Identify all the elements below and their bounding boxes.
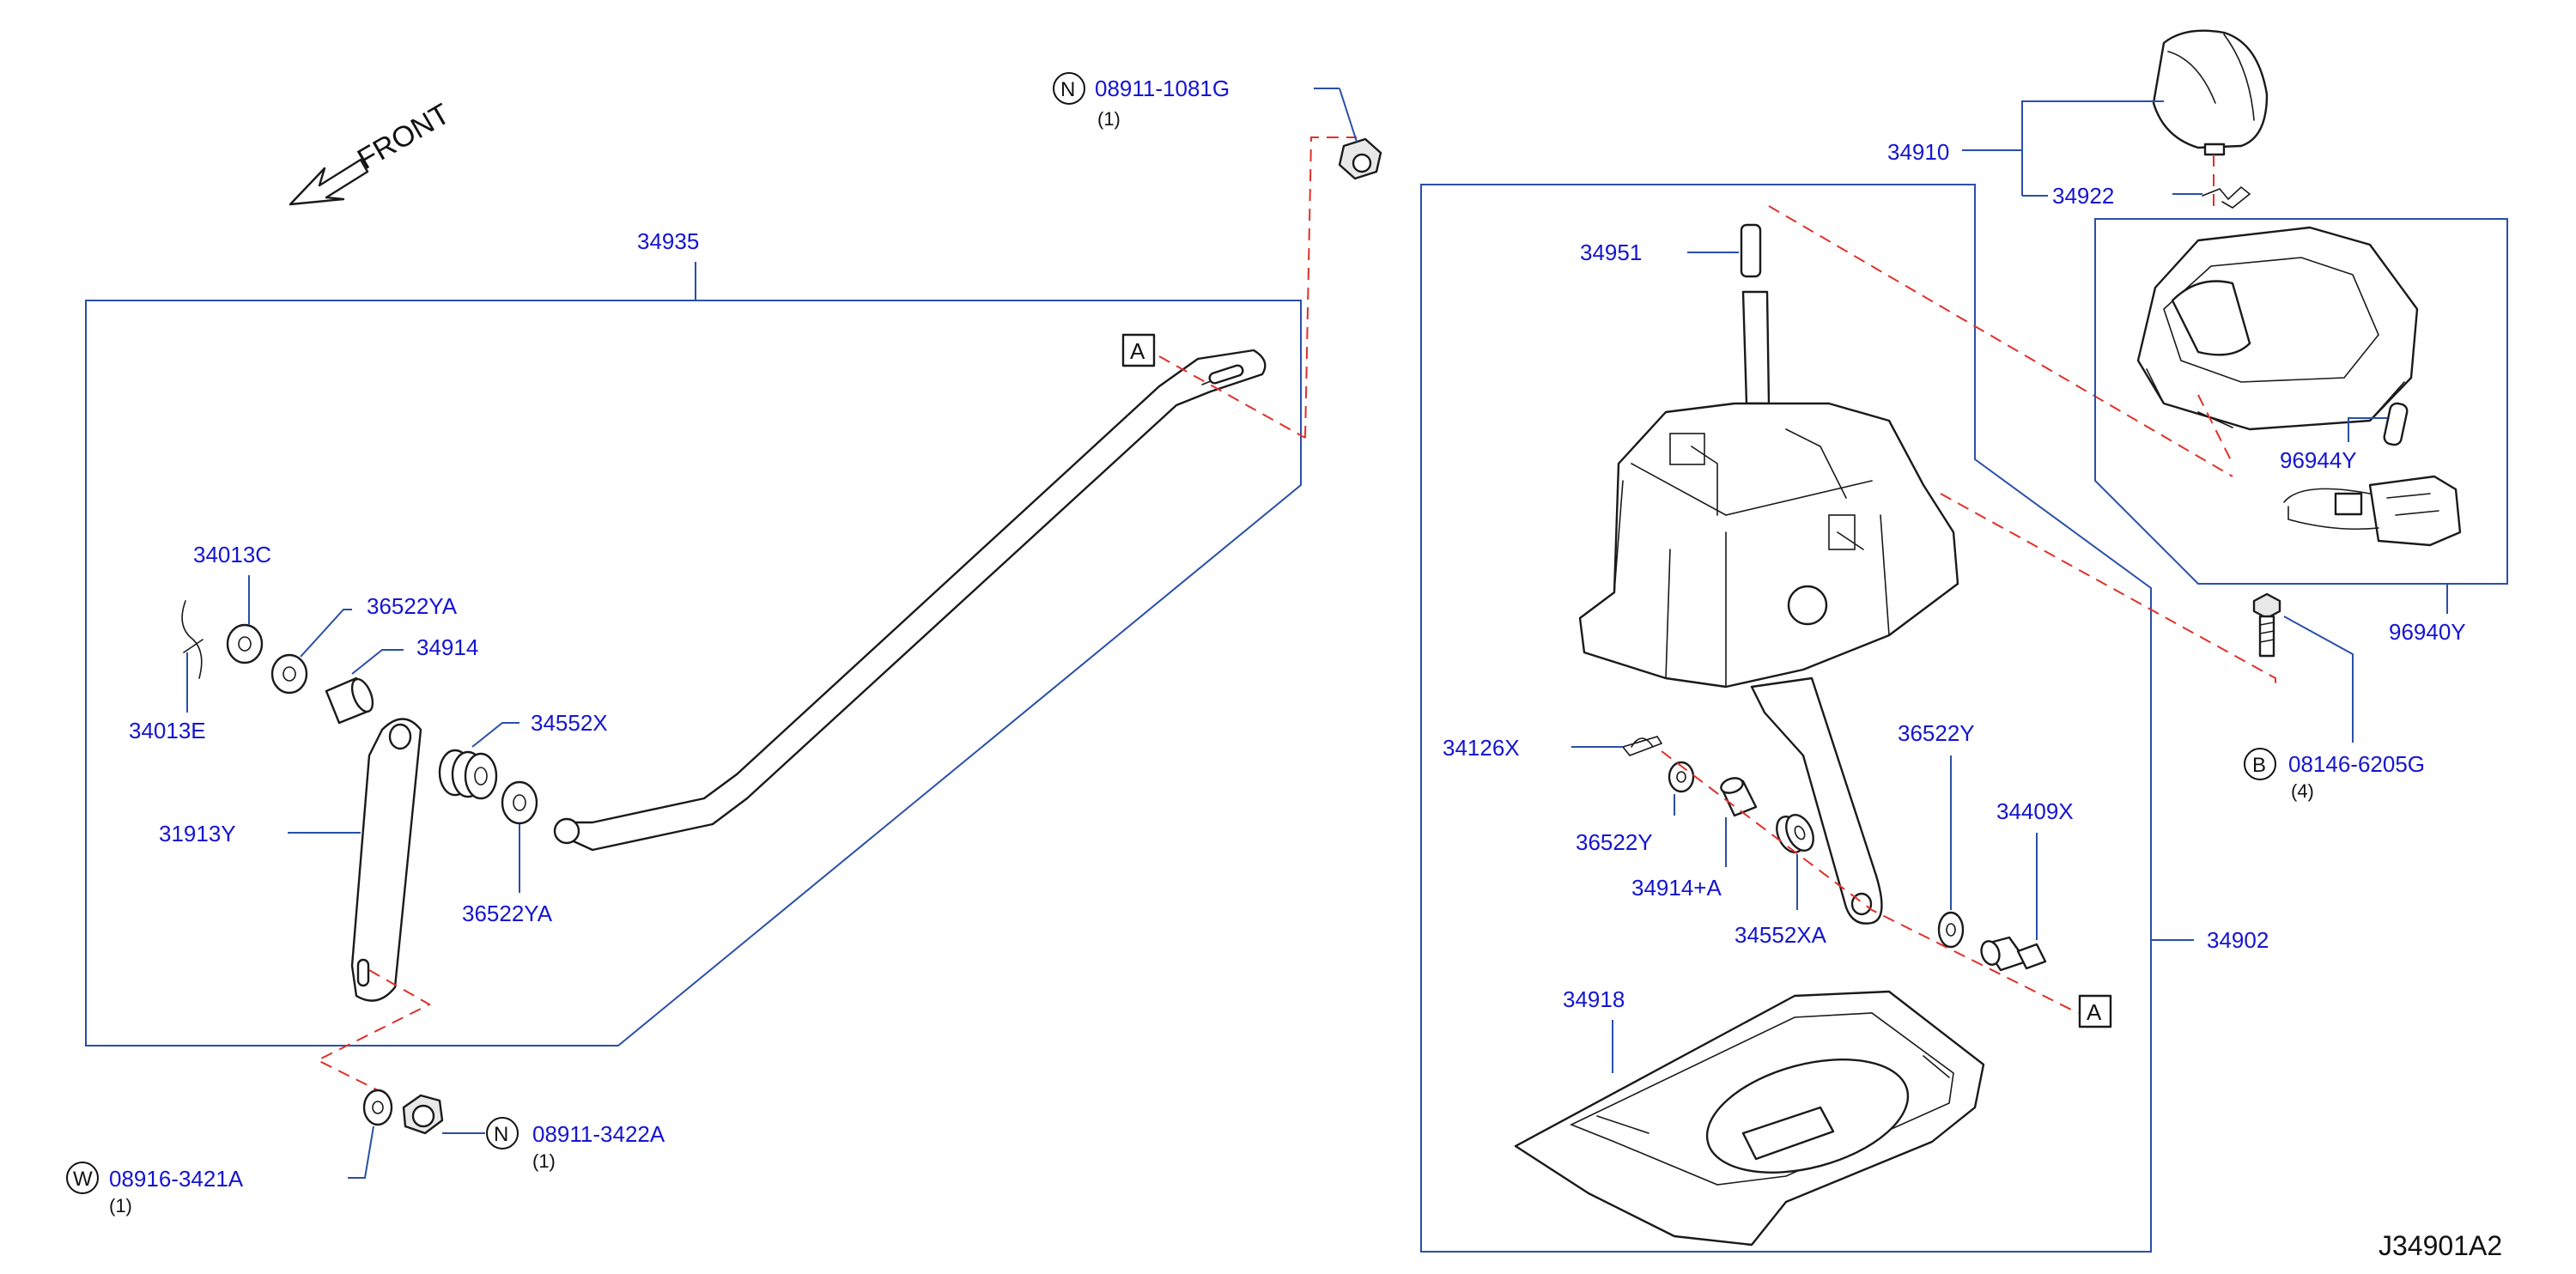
- label-08911-1081G[interactable]: 08911-1081G: [1095, 76, 1230, 101]
- prefix-mark-n-top: N: [1060, 78, 1075, 101]
- label-34935[interactable]: 34935: [637, 228, 699, 254]
- grommet-34552XA: [1776, 814, 1814, 853]
- bulb-96944Y: [2383, 402, 2409, 446]
- washer-34013C: [226, 623, 264, 664]
- control-rod: [553, 349, 1267, 852]
- label-34914[interactable]: 34914: [416, 634, 478, 660]
- nut-08911-3422A: [402, 1094, 444, 1135]
- qty-08911-3422A: (1): [532, 1150, 556, 1172]
- washer-08916-3421A: [362, 1089, 393, 1126]
- bolt-08146-6205G: [2252, 592, 2281, 658]
- knob-34910: [2152, 29, 2269, 156]
- front-arrow: FRONT: [289, 97, 455, 206]
- group-box-34902: [1420, 184, 2152, 1253]
- clip-34126X: [1621, 736, 1663, 756]
- qty-08911-1081G: (1): [1097, 108, 1121, 130]
- washer-36522Y-right: [1937, 911, 1965, 949]
- group-box-34935: [85, 300, 1302, 1046]
- label-34552X[interactable]: 34552X: [531, 710, 608, 736]
- label-34552XA[interactable]: 34552XA: [1735, 922, 1827, 948]
- label-36522YA-bottom[interactable]: 36522YA: [462, 901, 553, 926]
- qty-08916-3421A: (1): [109, 1195, 132, 1216]
- washer-36522YA-bottom: [501, 780, 538, 825]
- bolt-34409X: [1980, 936, 2047, 972]
- indicator-bezel: [2136, 226, 2419, 431]
- label-34126X[interactable]: 34126X: [1443, 735, 1520, 761]
- label-96944Y[interactable]: 96944Y: [2280, 447, 2357, 473]
- label-34902[interactable]: 34902: [2207, 927, 2269, 953]
- qty-08146-6205G: (4): [2291, 780, 2314, 802]
- label-34918[interactable]: 34918: [1563, 986, 1625, 1012]
- label-36522Y-right[interactable]: 36522Y: [1898, 720, 1975, 746]
- clip-34922: [2202, 185, 2251, 209]
- ref-marker-A-left: A: [1130, 338, 1145, 364]
- label-34922[interactable]: 34922: [2052, 183, 2114, 209]
- label-08911-3422A[interactable]: 08911-3422A: [532, 1121, 665, 1147]
- label-08916-3421A[interactable]: 08916-3421A: [109, 1166, 244, 1192]
- group-box-96940Y: [2094, 218, 2508, 585]
- label-36522YA-top[interactable]: 36522YA: [367, 593, 458, 619]
- label-34013E[interactable]: 34013E: [129, 718, 206, 743]
- cotter-pin-34013E: [181, 600, 204, 679]
- wire-harness: [2283, 475, 2462, 547]
- label-34951[interactable]: 34951: [1580, 240, 1642, 265]
- label-08146-6205G[interactable]: 08146-6205G: [2288, 751, 2425, 777]
- bushing-34914: [325, 676, 374, 725]
- ref-marker-A-right: A: [2087, 999, 2102, 1025]
- pin-34951: [1740, 223, 1762, 278]
- label-34409X[interactable]: 34409X: [1996, 798, 2074, 824]
- cover-34918: [1514, 990, 1985, 1247]
- label-34910[interactable]: 34910: [1887, 139, 1949, 165]
- label-34914A[interactable]: 34914+A: [1631, 875, 1722, 901]
- prefix-mark-b: B: [2252, 754, 2266, 777]
- front-label: FRONT: [352, 97, 455, 175]
- lever-31913Y: [350, 718, 422, 1002]
- washer-36522YA-top: [270, 653, 308, 695]
- label-36522Y-left[interactable]: 36522Y: [1576, 829, 1653, 855]
- label-31913Y[interactable]: 31913Y: [159, 821, 236, 846]
- bushing-34914A: [1720, 777, 1758, 817]
- prefix-mark-n-bottom: N: [494, 1123, 508, 1146]
- nut-08911-1081G: [1338, 137, 1382, 180]
- diagram-code: J34901A2: [2379, 1230, 2502, 1261]
- grommet-34552X: [438, 749, 498, 800]
- label-34013C[interactable]: 34013C: [193, 542, 271, 567]
- prefix-mark-w: W: [73, 1168, 93, 1191]
- label-96940Y[interactable]: 96940Y: [2389, 619, 2466, 645]
